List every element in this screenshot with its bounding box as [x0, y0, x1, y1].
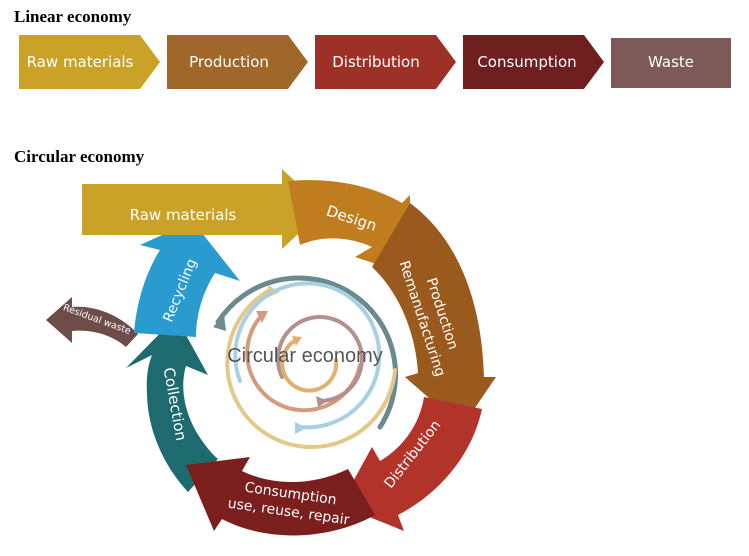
- linear-economy-title: Linear economy: [14, 7, 132, 26]
- linear-step-distribution: Distribution: [315, 35, 456, 89]
- design-arrow: Design: [288, 180, 410, 275]
- linear-step-label: Distribution: [332, 53, 420, 71]
- raw-materials-arrow: Raw materials: [82, 169, 325, 249]
- linear-step-waste: Waste: [611, 38, 731, 88]
- linear-step-consumption: Consumption: [463, 35, 604, 89]
- circular-economy-center-label: Circular economy: [227, 345, 383, 367]
- linear-economy-diagram: Raw materials Production Distribution Co…: [19, 35, 731, 89]
- linear-step-label: Raw materials: [27, 53, 134, 71]
- linear-step-label: Waste: [648, 53, 694, 71]
- raw-materials-label: Raw materials: [130, 206, 237, 224]
- linear-step-production: Production: [167, 35, 308, 89]
- residual-waste-arrow: Residual waste: [46, 297, 138, 347]
- consumption-arrow: Consumption use, reuse, repair: [186, 457, 375, 536]
- distribution-arrow: Distribution: [340, 397, 482, 531]
- linear-step-raw-materials: Raw materials: [19, 35, 160, 89]
- circular-economy-diagram: Residual waste Collection Recycling Raw …: [46, 169, 496, 536]
- recycling-arrow: Recycling: [134, 227, 240, 337]
- linear-step-label: Production: [189, 53, 269, 71]
- linear-step-label: Consumption: [477, 53, 576, 71]
- inner-cycle-rings: [213, 275, 399, 449]
- circular-economy-title: Circular economy: [14, 147, 145, 166]
